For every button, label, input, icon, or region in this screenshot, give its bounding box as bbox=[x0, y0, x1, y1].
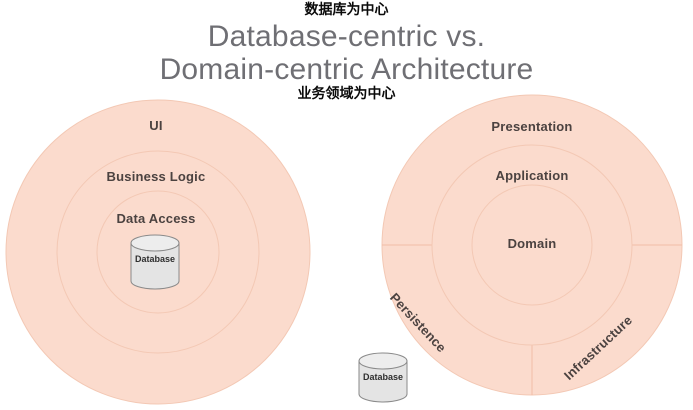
bottom-database-label: Database bbox=[362, 372, 404, 382]
ring-label-business-logic: Business Logic bbox=[106, 169, 206, 184]
cylinder-body bbox=[130, 242, 180, 290]
ring-label-data-access: Data Access bbox=[116, 211, 196, 226]
left-database-cylinder bbox=[130, 234, 180, 290]
cylinder-body bbox=[358, 360, 408, 403]
ring-label-application: Application bbox=[495, 168, 569, 183]
cylinder-top bbox=[358, 352, 408, 370]
ring-domain bbox=[471, 184, 593, 306]
left-database-label: Database bbox=[134, 254, 176, 264]
ring-label-presentation: Presentation bbox=[491, 119, 573, 134]
bottom-database-cylinder bbox=[358, 352, 408, 403]
ring-label-ui: UI bbox=[149, 118, 163, 133]
cylinder-top bbox=[130, 234, 180, 252]
ring-label-domain: Domain bbox=[507, 236, 557, 251]
right-circle-group bbox=[381, 94, 683, 396]
